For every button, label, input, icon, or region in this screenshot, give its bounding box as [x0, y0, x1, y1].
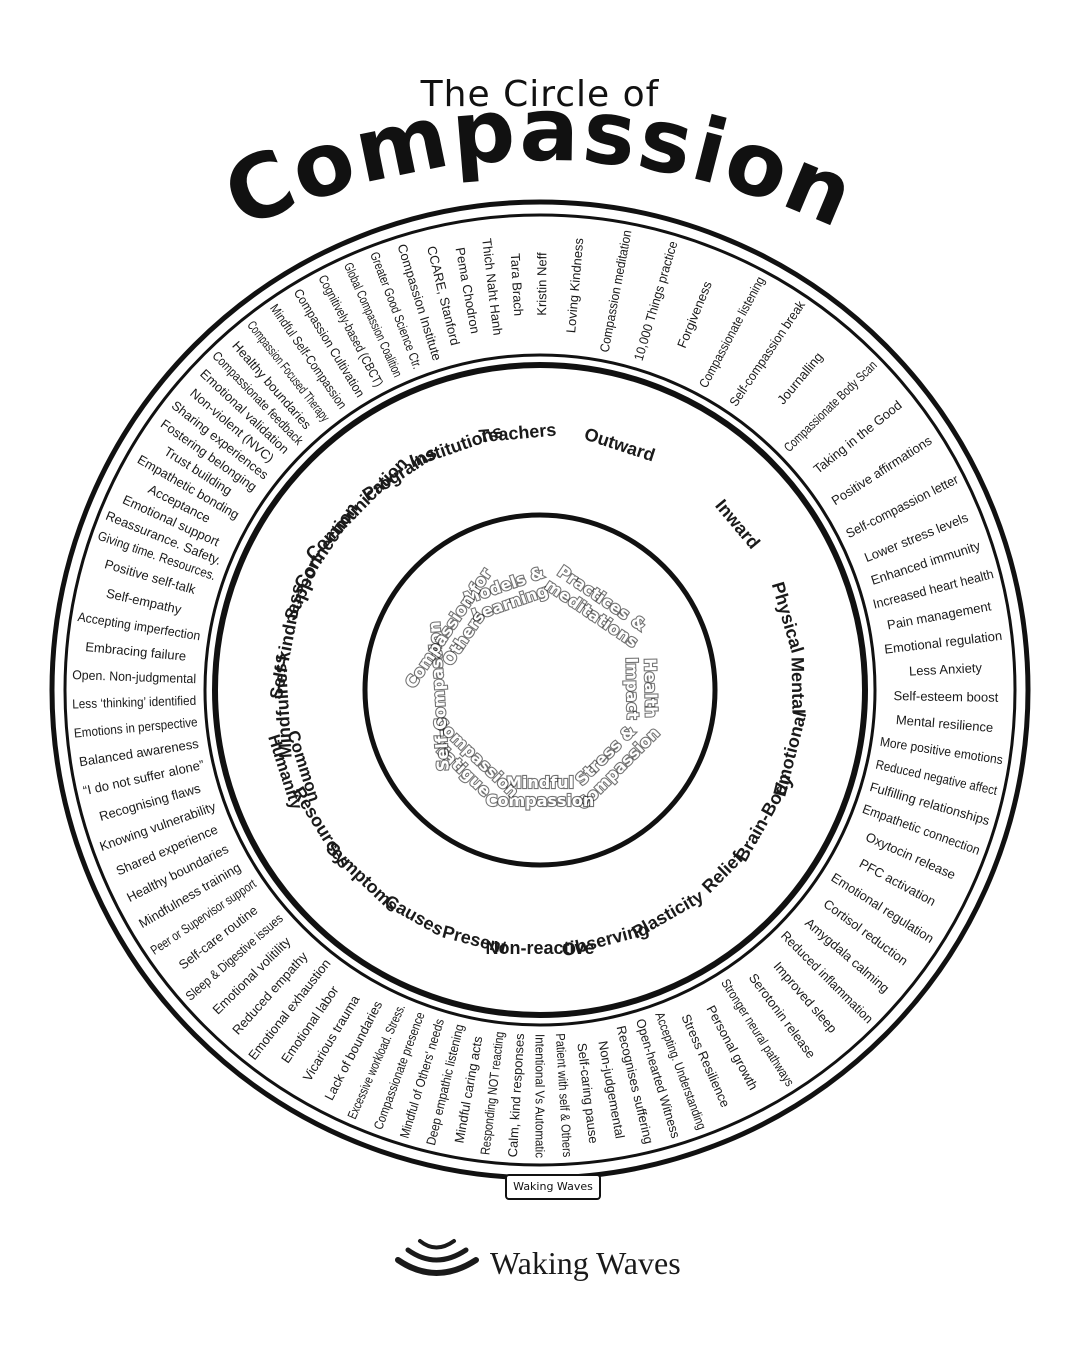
item-label: Kristin Neff [534, 252, 549, 316]
brand-logo: Waking Waves [395, 1239, 681, 1281]
subcategory-label-line: Non-reactive [485, 938, 594, 958]
core-label-mindful-compassion-line: Compassion [486, 791, 595, 810]
brand-name: Waking Waves [490, 1245, 681, 1281]
item-label: Open. Non-judgmental [72, 667, 197, 686]
item-label: Calm, kind responses [505, 1032, 527, 1157]
waves-icon [395, 1239, 479, 1276]
item-label: Tara Brach [508, 253, 527, 317]
subcategory-label: Mental [787, 657, 808, 714]
item-label: Intentional Vs Automatic [533, 1034, 548, 1158]
core-label-mindful-compassion-line: Mindful [506, 773, 574, 792]
item-label: Less Anxiety [909, 660, 983, 679]
core-label-health-impact-line: Impact [622, 657, 642, 720]
title-line-1: The Circle of [420, 74, 660, 115]
inner-ring [362, 512, 718, 868]
core-label-health-impact-line: Health [641, 658, 661, 718]
item-label: Self-esteem boost [893, 688, 998, 705]
subcategory-label: Non-reactive [485, 938, 594, 958]
item-label: Patient with self & Others [553, 1033, 575, 1158]
wheel-rim [49, 199, 1031, 1181]
item-label: Less ‘thinking’ identified [72, 693, 196, 712]
middle-ring [212, 362, 868, 1018]
subcategory-label-line: Mental [787, 657, 808, 714]
wheel-rings [49, 199, 1031, 1181]
item-ring-outer-edge [63, 213, 1017, 1167]
watermark-badge: Waking Waves [505, 1174, 601, 1200]
item-ring-inner-edge [203, 353, 877, 1027]
